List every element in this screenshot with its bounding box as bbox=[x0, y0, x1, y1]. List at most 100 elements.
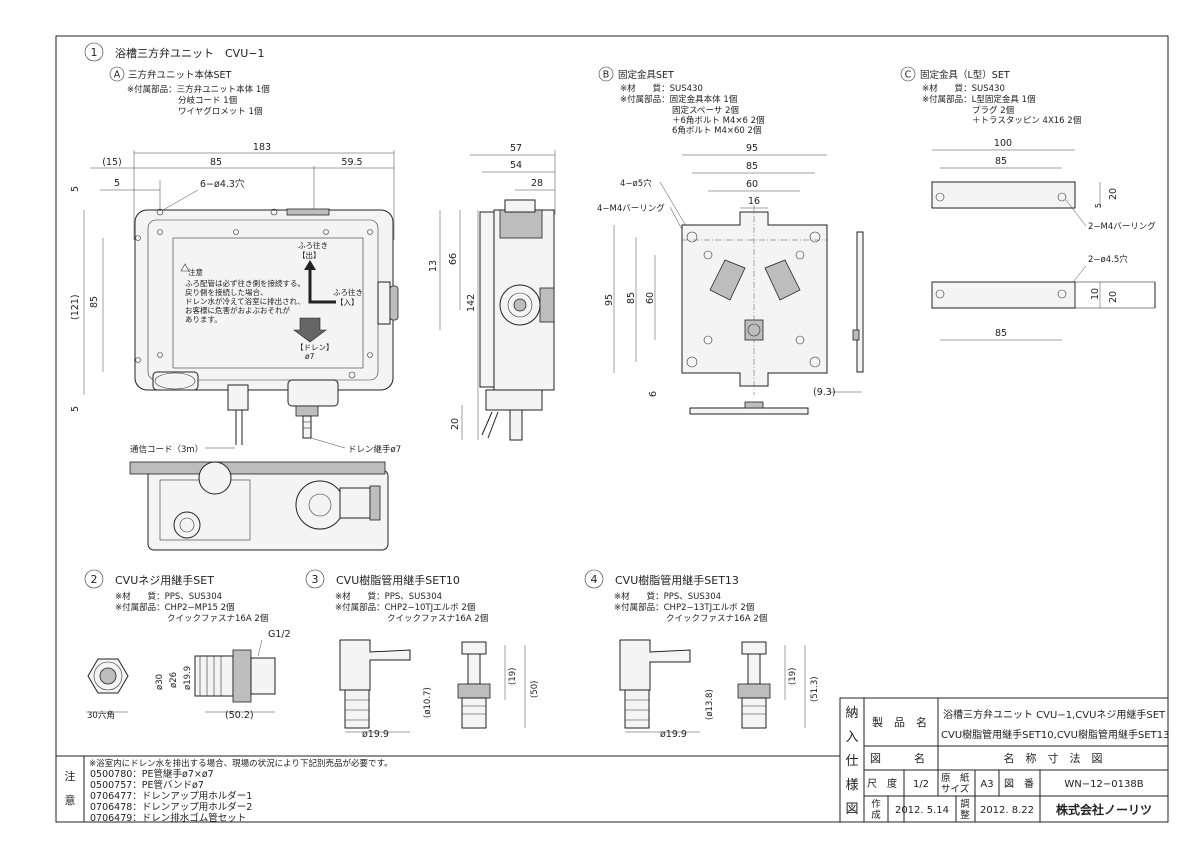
dimB-85-v: 85 bbox=[626, 292, 637, 304]
dim-57: 57 bbox=[510, 143, 522, 154]
inlet-bracket: 【入】 bbox=[336, 298, 359, 307]
dimB-holes: 4−ø5穴 bbox=[620, 178, 652, 189]
dim-28: 28 bbox=[531, 178, 543, 189]
dim-66: 66 bbox=[448, 253, 459, 265]
section4-line1: ※材 質：PPS、SUS304 bbox=[614, 591, 721, 602]
drain-fitting-label: ドレン継手ø7 bbox=[348, 444, 401, 455]
adj-label-2: 整 bbox=[960, 809, 970, 821]
dimB-9-3: (9.3) bbox=[813, 387, 836, 398]
paper-label-2: サイズ bbox=[941, 783, 970, 795]
subC-letter: C bbox=[905, 70, 912, 81]
caution-line4: お客様に危害がおよぶおそれが bbox=[185, 305, 290, 315]
dimB-85: 85 bbox=[746, 161, 758, 172]
caution-line5: あります。 bbox=[185, 315, 222, 324]
dim-59-5: 59.5 bbox=[341, 157, 362, 168]
title-block: 納 入 仕 様 図 製 品 名 浴槽三方弁ユニット CVU−1,CVUネジ用継手… bbox=[839, 697, 1169, 823]
dim-142: 142 bbox=[466, 294, 477, 312]
hole-note: 6−ø4.3穴 bbox=[200, 178, 245, 190]
subB-line1: ※材 質：SUS430 bbox=[620, 83, 703, 94]
section1-header: 1 浴槽三方弁ユニット CVU−1 A 三方弁ユニット本体SET ※付属部品：三… bbox=[84, 42, 270, 117]
subA-letter: A bbox=[114, 70, 121, 81]
subC-line1: ※材 質：SUS430 bbox=[922, 83, 1005, 94]
dim-5-bottom: 5 bbox=[70, 406, 81, 412]
screw-fitting-section: 2 CVUネジ用継手SET ※材 質：PPS、SUS304 ※付属部品：CHP2… bbox=[84, 569, 291, 721]
side-label-3: 仕 bbox=[845, 754, 858, 769]
bracket-plate bbox=[681, 211, 828, 387]
product-label: 製 品 名 bbox=[872, 715, 927, 729]
fit-d30: ø30 bbox=[155, 674, 165, 690]
side-label-5: 図 bbox=[845, 802, 858, 817]
notes-block: 注 意 ※浴室内にドレン水を排出する場合、現場の状況により下記別売品が必要です。… bbox=[56, 755, 840, 824]
dim-5-top: 5 bbox=[114, 178, 120, 189]
unit-bottom-view bbox=[129, 461, 389, 551]
adj-date: 2012. 8.22 bbox=[980, 805, 1034, 816]
outlet-label: ふろ往き bbox=[298, 240, 328, 250]
dim-20: 20 bbox=[450, 418, 461, 430]
dimB-60-v: 60 bbox=[645, 292, 656, 304]
dimC-85: 85 bbox=[995, 156, 1007, 167]
paper-size: A3 bbox=[980, 779, 993, 790]
dimB-95: 95 bbox=[746, 143, 758, 154]
dimC-100: 100 bbox=[994, 138, 1012, 149]
outlet-bracket: 【出】 bbox=[298, 250, 321, 260]
fit13-d19-9: ø19.9 bbox=[660, 729, 687, 740]
dim-15: (15) bbox=[102, 157, 122, 168]
dim-121: (121) bbox=[70, 294, 81, 320]
note-item-5: 0706479：ドレン排水ゴム管セット bbox=[90, 812, 246, 824]
note-item-4: 0706478：ドレンアップ用ホルダー2 bbox=[90, 801, 252, 813]
dimB-16: 16 bbox=[748, 196, 760, 207]
dim-54: 54 bbox=[510, 160, 522, 171]
l-bracket-bottom bbox=[931, 281, 1076, 309]
dimC-ring: 2−M4バーリング bbox=[1088, 221, 1156, 232]
dimB-ring: 4−M4バーリング bbox=[597, 203, 665, 214]
subC-line3: プラグ 2個 bbox=[972, 105, 1014, 116]
note-label-1: 注 bbox=[65, 769, 76, 783]
note-item-1: 0500780：PE管継手ø7×ø7 bbox=[90, 768, 214, 780]
subA-line2: 分岐コード 1個 bbox=[178, 95, 237, 106]
section4-line3: クイックファスナ16A 2個 bbox=[666, 613, 767, 624]
section1-title: 浴槽三方弁ユニット CVU−1 bbox=[115, 46, 264, 60]
subB-line2: ※付属部品：固定金具本体 1個 bbox=[620, 94, 737, 105]
drawing-border bbox=[55, 35, 1169, 823]
dimC-holes: 2−ø4.5穴 bbox=[1088, 254, 1128, 265]
cord-label: 通信コード（3m） bbox=[130, 444, 203, 455]
dimC-85b: 85 bbox=[995, 328, 1007, 339]
l-bracket-top bbox=[931, 181, 1076, 209]
scale-value: 1/2 bbox=[913, 779, 929, 790]
adj-label-1: 調 bbox=[960, 798, 970, 810]
fit-d19-9: ø19.9 bbox=[183, 666, 193, 690]
resin-fitting-13-section: 4 CVU樹脂管用継手SET13 ※材 質：PPS、SUS304 ※付属部品：C… bbox=[584, 569, 820, 740]
dim-5-left: 5 bbox=[70, 186, 81, 192]
subA-line3: ワイヤグロメット 1個 bbox=[178, 106, 262, 117]
subB-title: 固定金具SET bbox=[618, 69, 674, 81]
dim-183: 183 bbox=[253, 142, 271, 153]
caution-panel bbox=[172, 237, 364, 369]
section3-num: 3 bbox=[312, 573, 319, 586]
drawing-name: 名 称 寸 法 図 bbox=[1004, 751, 1103, 765]
section4-line2: ※付属部品：CHP2−13TJエルボ 2個 bbox=[614, 602, 754, 613]
company-name: 株式会社ノーリツ bbox=[1056, 802, 1152, 817]
section4-title: CVU樹脂管用継手SET13 bbox=[615, 573, 739, 587]
section3-line1: ※材 質：PPS、SUS304 bbox=[335, 591, 442, 602]
fit13-d19: (19) bbox=[788, 668, 798, 685]
note-item-3: 0706477：ドレンアップ用ホルダー1 bbox=[90, 790, 252, 802]
section2-title: CVUネジ用継手SET bbox=[115, 573, 214, 587]
side-label-1: 納 bbox=[845, 706, 858, 721]
scale-label: 尺 度 bbox=[867, 777, 897, 790]
drawing-label: 図 名 bbox=[870, 751, 925, 765]
subC-title: 固定金具（L型）SET bbox=[920, 69, 1010, 81]
resin-fitting-10-section: 3 CVU樹脂管用継手SET10 ※材 質：PPS、SUS304 ※付属部品：C… bbox=[305, 569, 540, 740]
paper-label-1: 原 紙 bbox=[941, 772, 970, 784]
note-label-2: 意 bbox=[65, 793, 76, 807]
fit10-d19-9: ø19.9 bbox=[362, 729, 389, 740]
fit-d50-2: (50.2) bbox=[225, 710, 254, 721]
fit13-d13-8: (ø13.8) bbox=[705, 689, 715, 720]
drain-label: 【ドレン】 bbox=[296, 343, 334, 352]
caution-line3: ドレン水が冷えて浴室に排出され、 bbox=[185, 296, 305, 306]
section3-line2: ※付属部品：CHP2−10TJエルボ 2個 bbox=[335, 602, 475, 613]
made-date: 2012. 5.14 bbox=[895, 805, 949, 816]
caution-line1: ふろ配管は必ず往き側を接続する。 bbox=[185, 278, 305, 288]
dimB-60: 60 bbox=[746, 179, 758, 190]
dimC-5: 5 bbox=[1094, 203, 1103, 208]
section3-line3: クイックファスナ16A 2個 bbox=[387, 613, 488, 624]
